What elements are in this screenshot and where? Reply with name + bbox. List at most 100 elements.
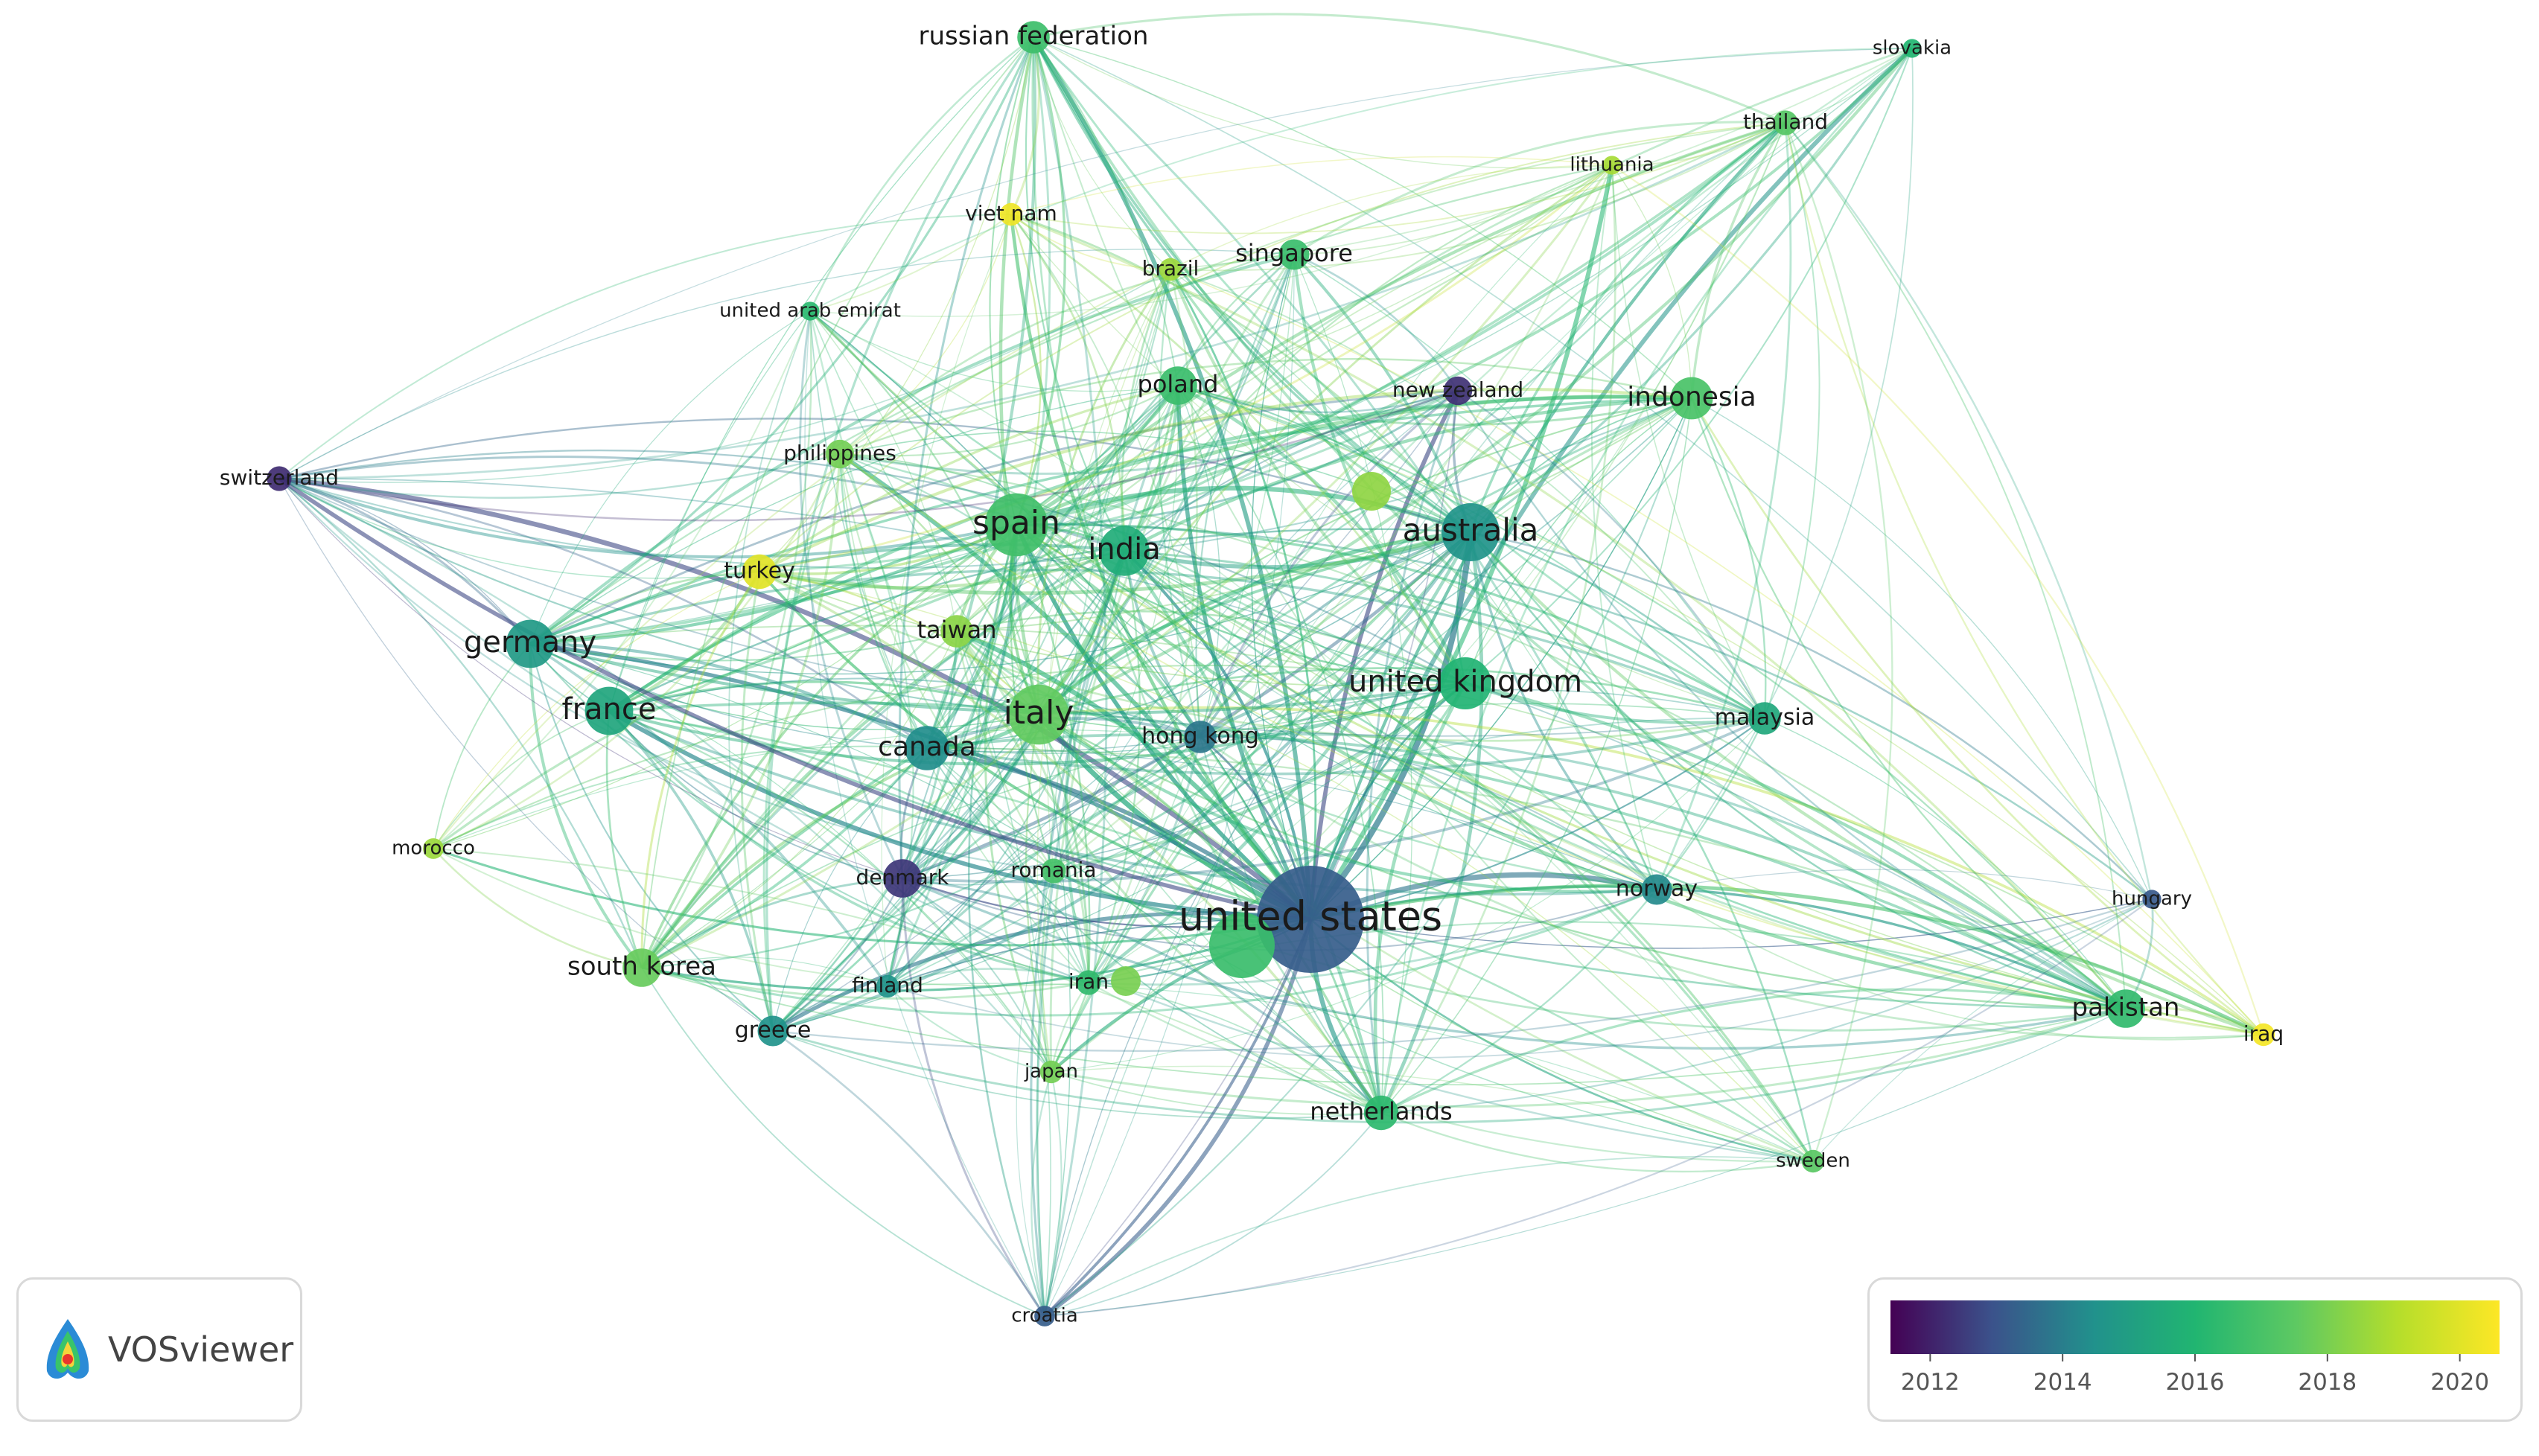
node-south-korea[interactable] [622, 948, 661, 987]
link-philippines-romania [838, 453, 1054, 872]
label-finland: finland [852, 973, 923, 997]
link-hong-kong-lithuania [1200, 165, 1613, 738]
label-spain: spain [972, 504, 1060, 542]
node-germany[interactable] [506, 619, 555, 668]
node-unlabeled-1[interactable] [1352, 472, 1391, 511]
link-netherlands-united-arab-emirat [809, 310, 1382, 1114]
node-malaysia[interactable] [1748, 702, 1781, 735]
node-iran[interactable] [1076, 970, 1101, 995]
link-united-states-lithuania [1308, 165, 1614, 921]
link-france-greece [608, 709, 774, 1032]
link-spain-iraq [1016, 523, 2264, 1036]
node-hong-kong[interactable] [1184, 721, 1217, 753]
link-south-korea-hong-kong [641, 736, 1201, 969]
label-russian-federation: russian federation [919, 22, 1149, 51]
node-slovakia[interactable] [1902, 39, 1922, 58]
link-russian-federation-hungary [1033, 36, 2153, 900]
node-finland[interactable] [876, 974, 899, 998]
link-pakistan-united-arab-emirat [809, 310, 2127, 1010]
link-united-states-philippines [838, 452, 1313, 921]
link-pakistan-romania [1053, 869, 2127, 1032]
node-brazil[interactable] [1159, 258, 1182, 281]
node-romania[interactable] [1041, 858, 1066, 884]
node-croatia[interactable] [1034, 1306, 1055, 1326]
link-south-korea-turkey [640, 571, 761, 968]
node-hungary[interactable] [2142, 890, 2162, 909]
link-viet-nam-lithuania [1010, 156, 1613, 215]
node-philippines[interactable] [825, 439, 855, 469]
link-finland-japan [887, 986, 1052, 1073]
link-italy-philippines [839, 453, 1040, 715]
link-united-states-morocco [433, 847, 1311, 947]
node-canada[interactable] [905, 726, 949, 770]
link-turkey-new-zealand [759, 389, 1459, 573]
node-denmark[interactable] [883, 859, 922, 898]
node-viet-nam[interactable] [999, 202, 1023, 226]
node-greece[interactable] [757, 1015, 789, 1047]
link-india-viet-nam [1010, 214, 1126, 552]
link-united-kingdom-malaysia [1465, 682, 1765, 724]
node-norway[interactable] [1641, 874, 1672, 905]
link-switzerland-romania [278, 478, 1054, 872]
node-new-zealand[interactable] [1443, 376, 1473, 406]
node-unlabeled-3[interactable] [1111, 966, 1141, 996]
link-russian-federation-brazil [1033, 36, 1171, 270]
link-germany-taiwan [529, 630, 958, 662]
node-poland[interactable] [1159, 366, 1197, 405]
node-russian-federation[interactable] [1017, 21, 1050, 54]
link-netherlands-pakistan [1380, 988, 2127, 1114]
link-spain-russian-federation [989, 36, 1034, 526]
link-netherlands-croatia [1044, 1112, 1382, 1317]
node-indonesia[interactable] [1670, 377, 1713, 420]
link-indonesia-finland [887, 397, 1692, 987]
link-pakistan-malaysia [1764, 718, 2127, 1009]
link-netherlands-greece [772, 1030, 1382, 1120]
node-india[interactable] [1099, 526, 1150, 576]
node-australia[interactable] [1441, 503, 1500, 561]
node-spain[interactable] [984, 493, 1048, 557]
node-sweden[interactable] [1801, 1149, 1825, 1173]
link-croatia-denmark [901, 878, 1046, 1317]
node-unlabeled-2[interactable] [1209, 913, 1275, 978]
node-switzerland[interactable] [267, 466, 292, 491]
node-lithuania[interactable] [1602, 156, 1622, 175]
node-morocco[interactable] [423, 838, 444, 859]
link-malaysia-turkey [759, 570, 1765, 742]
node-turkey[interactable] [742, 554, 777, 590]
node-taiwan[interactable] [940, 615, 973, 648]
node-iraq[interactable] [2252, 1023, 2275, 1047]
node-pakistan[interactable] [2106, 989, 2145, 1028]
link-greece-romania [772, 869, 1054, 1032]
link-hong-kong-morocco [433, 729, 1201, 849]
link-united-states-viet-nam [1009, 214, 1312, 921]
link-canada-philippines [838, 453, 928, 749]
node-united-kingdom[interactable] [1439, 657, 1491, 709]
link-denmark-united-arab-emirat [799, 310, 904, 879]
link-philippines-finland [839, 453, 914, 987]
link-taiwan-croatia [956, 630, 1051, 1317]
node-netherlands[interactable] [1363, 1095, 1399, 1131]
link-india-indonesia [1123, 396, 1692, 552]
link-russian-federation-united-arab-emirat [809, 36, 1034, 312]
link-spain-slovakia [1016, 47, 1914, 526]
node-japan[interactable] [1039, 1060, 1063, 1084]
link-india-norway [1124, 550, 1657, 891]
link-morocco-united-arab-emirat [433, 310, 811, 849]
link-pakistan-viet-nam [1010, 213, 2127, 1010]
link-norway-iraq [1656, 889, 2264, 1041]
link-australia-switzerland [278, 418, 1471, 534]
node-italy[interactable] [1008, 684, 1069, 745]
node-united-states[interactable] [1257, 866, 1364, 973]
node-singapore[interactable] [1278, 239, 1310, 270]
link-romania-japan [1042, 870, 1054, 1073]
link-greece-singapore [771, 254, 1296, 1032]
link-greece-russian-federation [765, 36, 1035, 1032]
link-indonesia-switzerland [278, 397, 1692, 569]
link-russian-federation-lithuania [1033, 36, 1613, 169]
node-united-arab-emirat[interactable] [800, 301, 820, 321]
node-thailand[interactable] [1773, 110, 1798, 135]
node-france[interactable] [584, 686, 634, 735]
link-finland-iran [887, 968, 1089, 988]
label-indonesia: indonesia [1627, 382, 1756, 412]
